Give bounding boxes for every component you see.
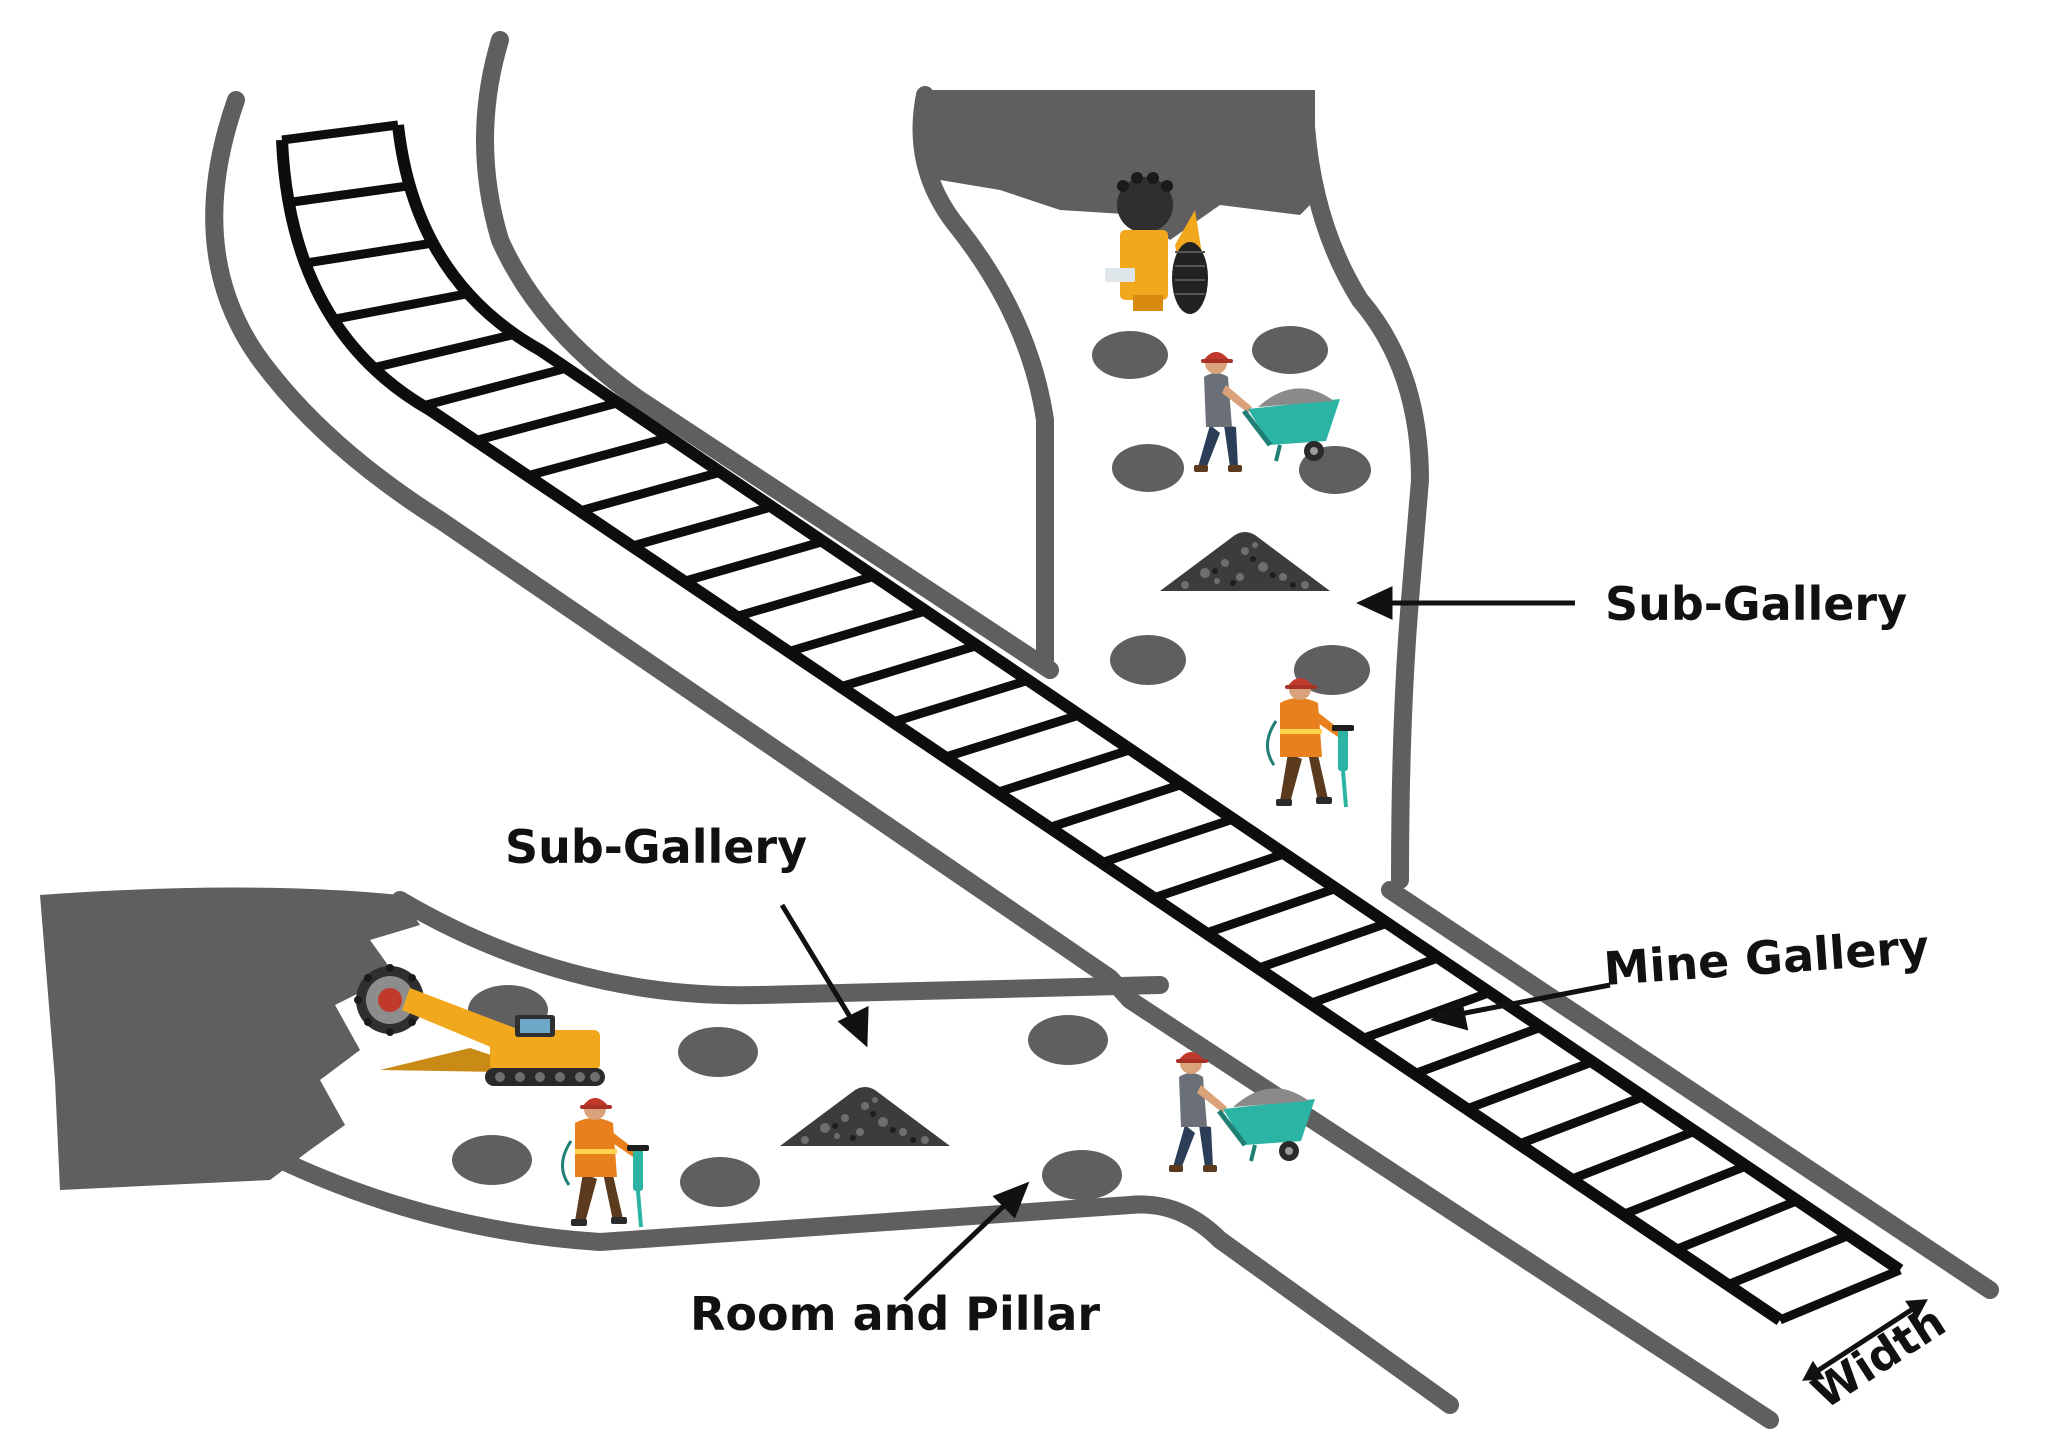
rail-sleeper (735, 571, 876, 621)
rail-sleeper (1152, 849, 1287, 903)
arrow-room-and-pillar (903, 1198, 1012, 1302)
rail-sleeper (682, 537, 825, 586)
annotation-arrows (779, 586, 1611, 1302)
mine-gallery-walls (205, 31, 1999, 1429)
rail-sleeper (1413, 1022, 1543, 1079)
rail-sleeper (630, 502, 774, 551)
rail-sleeper (1673, 1196, 1800, 1254)
pillar (680, 1157, 760, 1207)
label-room-and-pillar: Room and Pillar (690, 1287, 1100, 1341)
continuous-miner-icon (354, 964, 605, 1086)
rail-track (276, 120, 1904, 1325)
label-mine-gallery: Mine Gallery (1602, 919, 1931, 996)
rail-sleeper (304, 238, 434, 268)
pillar (1028, 1015, 1108, 1065)
rail-sleeper (943, 710, 1081, 762)
pillar (1112, 444, 1184, 492)
rail-sleeper (281, 120, 399, 145)
coal-face-left (40, 887, 420, 1190)
worker-jackhammer-icon (560, 1096, 651, 1229)
roadheader-cutter-icon (1105, 172, 1208, 314)
sub-gallery-left (40, 887, 1459, 1414)
rail-sleeper (578, 467, 722, 516)
rail-sleeper (1361, 988, 1492, 1043)
rail-sleeper (1256, 918, 1389, 973)
rail-sleeper (332, 289, 470, 324)
rail-sleeper (1100, 814, 1235, 868)
rail-sleeper (1308, 953, 1440, 1008)
pillars (452, 326, 1371, 1207)
rail-sleeper (1204, 884, 1338, 938)
pillar (1252, 326, 1328, 374)
arrow-mine-gallery (1454, 982, 1611, 1018)
width-indicator (1802, 1299, 1928, 1381)
rail-sleeper (995, 745, 1133, 797)
rail-sleeper (1465, 1057, 1594, 1114)
rail-sleeper (421, 363, 568, 411)
pillar (1042, 1150, 1122, 1200)
rail-sleeper (474, 398, 620, 445)
ore-pile-icon (780, 1087, 950, 1146)
coal-face-right (920, 90, 1315, 240)
sub-gallery-right (912, 86, 1430, 889)
worker-wheelbarrow-icon (1194, 352, 1340, 472)
rail-sleeper (1621, 1161, 1748, 1219)
pillar (1092, 331, 1168, 379)
rail-sleeper (526, 433, 671, 481)
rail-sleepers (281, 120, 1902, 1325)
worker-jackhammer-icon (1265, 676, 1356, 809)
pillar (1110, 635, 1186, 685)
rail-sleeper (1048, 780, 1184, 832)
pillar (452, 1135, 532, 1185)
label-width: Width (1803, 1296, 1954, 1419)
label-sub-gallery-left: Sub-Gallery (505, 820, 807, 874)
rail-sleeper (372, 329, 516, 373)
ore-pile-icon (1160, 532, 1330, 591)
rail-sleeper (1517, 1092, 1646, 1149)
rail-sleeper (891, 675, 1030, 727)
rail-sleeper (839, 641, 979, 692)
rail-sleeper (1778, 1265, 1902, 1325)
rail-sleeper (288, 181, 411, 207)
arrow-sub-gallery-left (779, 903, 858, 1027)
label-sub-gallery-right: Sub-Gallery (1605, 577, 1907, 631)
rail-sleeper (787, 606, 927, 657)
pillar (1294, 645, 1370, 695)
rail-sleeper (1726, 1231, 1851, 1289)
pillar (678, 1027, 758, 1077)
rail-sleeper (1569, 1127, 1697, 1184)
